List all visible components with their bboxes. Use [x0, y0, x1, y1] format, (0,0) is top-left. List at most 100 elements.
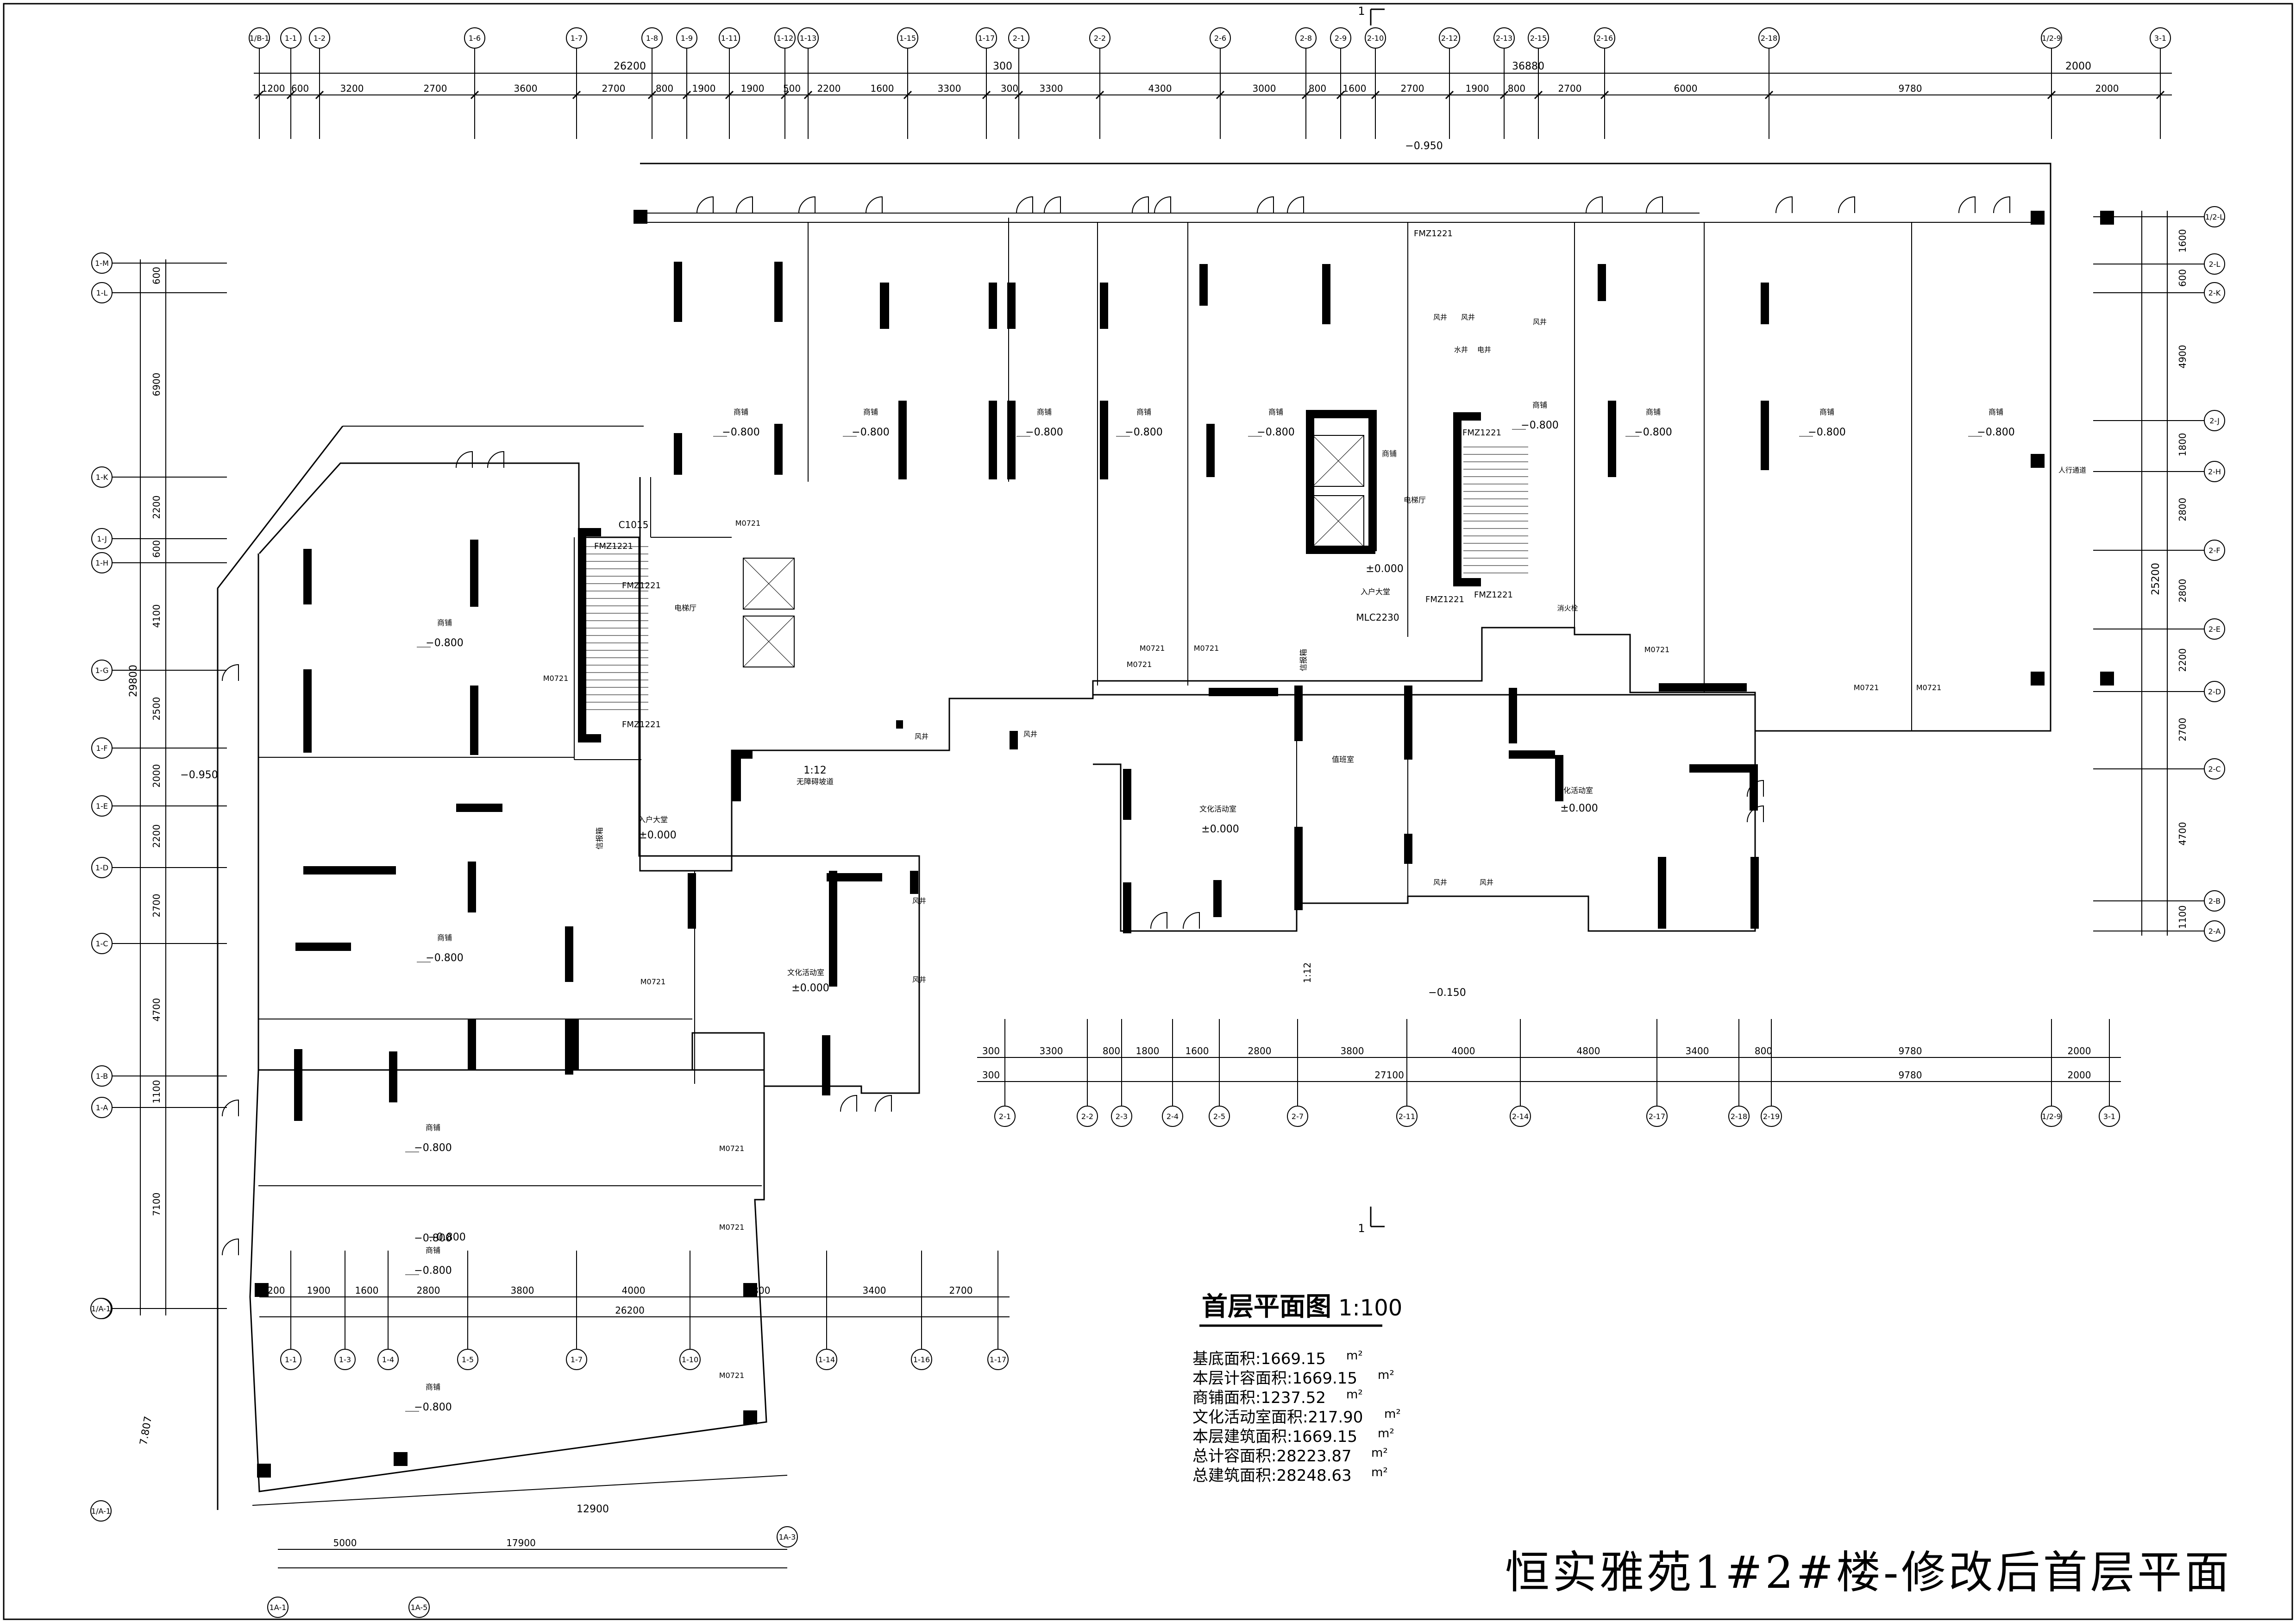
column — [880, 283, 889, 329]
axis-label: 1-D — [95, 863, 108, 872]
column — [827, 873, 882, 881]
top-detail-dim: 2700 — [1401, 83, 1424, 94]
elevator-cross — [743, 558, 795, 610]
door-code: M0721 — [719, 1144, 745, 1153]
column — [1659, 683, 1747, 692]
axis-label: 1A-5 — [411, 1603, 428, 1612]
axis-label: 2-7 — [1292, 1112, 1304, 1121]
drawing-subtitle: 首层平面图 — [1202, 1292, 1331, 1322]
left-axis-bubble — [90, 1298, 112, 1319]
left-detail-dim: 7100 — [151, 1193, 162, 1216]
door-code: M0721 — [735, 519, 761, 528]
skew-dim: 17900 — [506, 1537, 536, 1548]
column — [989, 401, 997, 479]
axis-label: 2-3 — [1116, 1112, 1128, 1121]
room-level-shop: −0.800 — [1634, 427, 1672, 438]
axis-label: 1/2-L — [2205, 213, 2224, 221]
axis-label: 1/2-9 — [2042, 34, 2061, 43]
door-swing — [1646, 196, 1663, 214]
axis-label: 2-D — [2208, 687, 2221, 696]
axis-label: 1-1 — [285, 1355, 297, 1364]
column — [295, 943, 351, 951]
door-swing — [696, 196, 714, 214]
bottom-left-detail-dim: 4800 — [747, 1285, 771, 1296]
column — [578, 528, 586, 741]
column — [732, 750, 753, 759]
column — [303, 669, 312, 753]
top-detail-dim: 800 — [1309, 83, 1326, 94]
square-column — [743, 1283, 757, 1297]
column — [1294, 686, 1303, 741]
top-detail-dim: 2200 — [817, 83, 841, 94]
left-detail-dim: 600 — [151, 540, 162, 558]
column — [732, 750, 741, 801]
site-level: −0.800 — [428, 1232, 465, 1243]
axis-label: 2-C — [2208, 765, 2221, 774]
axis-label: 2-8 — [1300, 34, 1312, 43]
bottom-right-detail-dim: 3300 — [1040, 1045, 1063, 1057]
room-label-shop: 商铺 — [1037, 408, 1052, 416]
dim-tick — [1600, 90, 1609, 100]
bottom-left-detail-dim: 1200 — [262, 1285, 285, 1296]
column — [578, 528, 601, 536]
room-label-fan-shaft: 风井 — [1461, 313, 1475, 321]
room-label-fan-shaft: 风井 — [1433, 878, 1447, 887]
column — [1750, 764, 1758, 811]
door-code: FMZ1221 — [1414, 229, 1453, 239]
axis-label: 1-12 — [777, 34, 793, 43]
axis-label: 2-K — [2208, 289, 2221, 297]
room-level-shop: −0.800 — [426, 637, 463, 649]
column — [303, 866, 396, 874]
dim-tick — [1371, 90, 1380, 100]
room-label-fan-shaft: 风井 — [1533, 318, 1547, 326]
column — [1294, 827, 1303, 910]
room-level-shop: −0.800 — [414, 1233, 452, 1244]
room-label-fan-shaft: 风井 — [915, 732, 928, 741]
skew-dim-line — [252, 1475, 788, 1506]
top-detail-dim: 3000 — [1253, 83, 1276, 94]
square-column — [257, 1464, 271, 1478]
door-swing — [1257, 196, 1274, 214]
axis-label: 1/A-1 — [91, 1507, 111, 1516]
top-total-dim: 26200 — [614, 61, 646, 72]
column — [1007, 283, 1016, 329]
skew-dim: 12900 — [577, 1503, 609, 1515]
door-code: M0721 — [640, 977, 666, 986]
column — [1306, 546, 1375, 554]
door-code: M0721 — [1194, 644, 1219, 653]
column — [456, 804, 502, 812]
stat-line: 商铺面积:1237.52 — [1192, 1389, 1326, 1407]
square-column — [2031, 454, 2045, 468]
room-label-fan-shaft: 风井 — [1480, 878, 1493, 887]
column — [1100, 401, 1108, 479]
column — [1123, 769, 1131, 820]
bottom-left-total-dim: 26200 — [615, 1305, 645, 1316]
top-detail-dim: 6000 — [1674, 83, 1698, 94]
axis-label: 1-16 — [913, 1355, 930, 1364]
axis-label: 2-J — [2209, 416, 2220, 425]
axis-label: 2-E — [2208, 625, 2221, 634]
axis-label: 1-J — [97, 535, 107, 543]
drawing-title: 恒实雅苑1#2#楼-修改后首层平面 — [1505, 1547, 2232, 1598]
dim-tick — [803, 90, 813, 100]
dim-tick — [1499, 90, 1509, 100]
axis-label: 1-7 — [571, 1355, 583, 1364]
door-code: M0721 — [1127, 660, 1152, 669]
square-column — [394, 1452, 408, 1466]
room-label-culture: 文化活动室 — [1199, 805, 1236, 813]
top-total-dim: 36880 — [1512, 61, 1544, 72]
door-code: FMZ1221 — [594, 541, 633, 551]
bottom-right-total-dim: 9780 — [1899, 1069, 1922, 1081]
top-detail-dim: 300 — [1001, 83, 1018, 94]
axis-label: 1-L — [96, 289, 108, 297]
left-detail-dim: 2500 — [151, 697, 162, 721]
bottom-right-detail-dim: 1800 — [1136, 1045, 1160, 1057]
dim-tick — [286, 90, 295, 100]
door-swing — [875, 1095, 892, 1112]
axis-label: 1-1 — [285, 34, 297, 43]
square-column — [743, 1410, 757, 1424]
axis-label: 2-10 — [1367, 34, 1384, 43]
axis-label: 2-14 — [1512, 1112, 1529, 1121]
column — [1306, 410, 1375, 418]
